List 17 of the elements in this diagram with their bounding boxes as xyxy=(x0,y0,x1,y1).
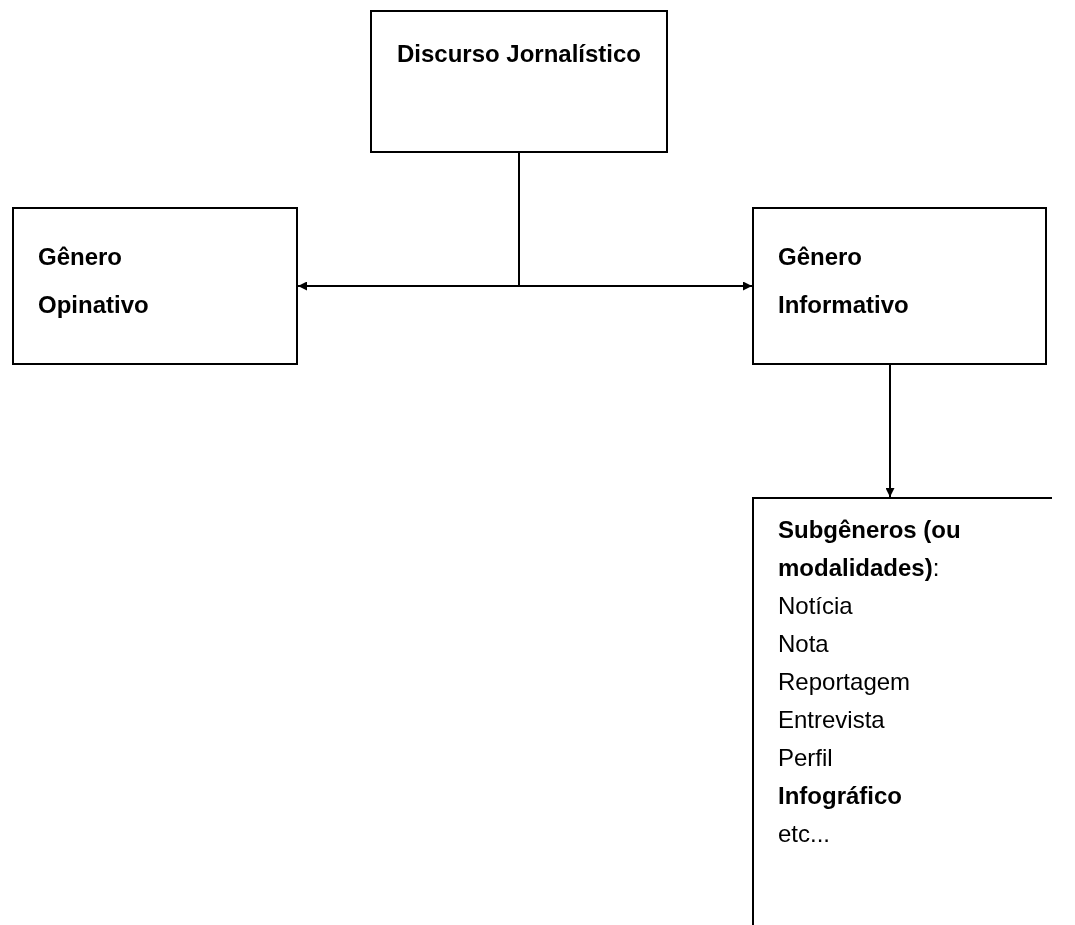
box-text: Nota xyxy=(778,629,830,659)
box-text: Entrevista xyxy=(778,705,886,735)
box-text: Infográfico xyxy=(778,781,903,811)
box-text: Subgêneros (ou modalidades): xyxy=(778,515,962,583)
connector-arrow xyxy=(885,364,895,498)
connector-arrow xyxy=(518,152,753,291)
box-text: Notícia xyxy=(778,591,854,621)
text-box xyxy=(752,497,1052,925)
text-box xyxy=(752,207,1047,365)
box-text: Perfil xyxy=(778,743,834,773)
box-text: Discurso Jornalístico xyxy=(395,39,643,69)
text-box xyxy=(12,207,298,365)
box-text: etc... xyxy=(778,819,832,849)
box-text: Gênero Informativo xyxy=(778,242,910,320)
text-box xyxy=(370,10,668,153)
box-text: Gênero Opinativo xyxy=(38,242,150,320)
box-text: Reportagem xyxy=(778,667,912,697)
